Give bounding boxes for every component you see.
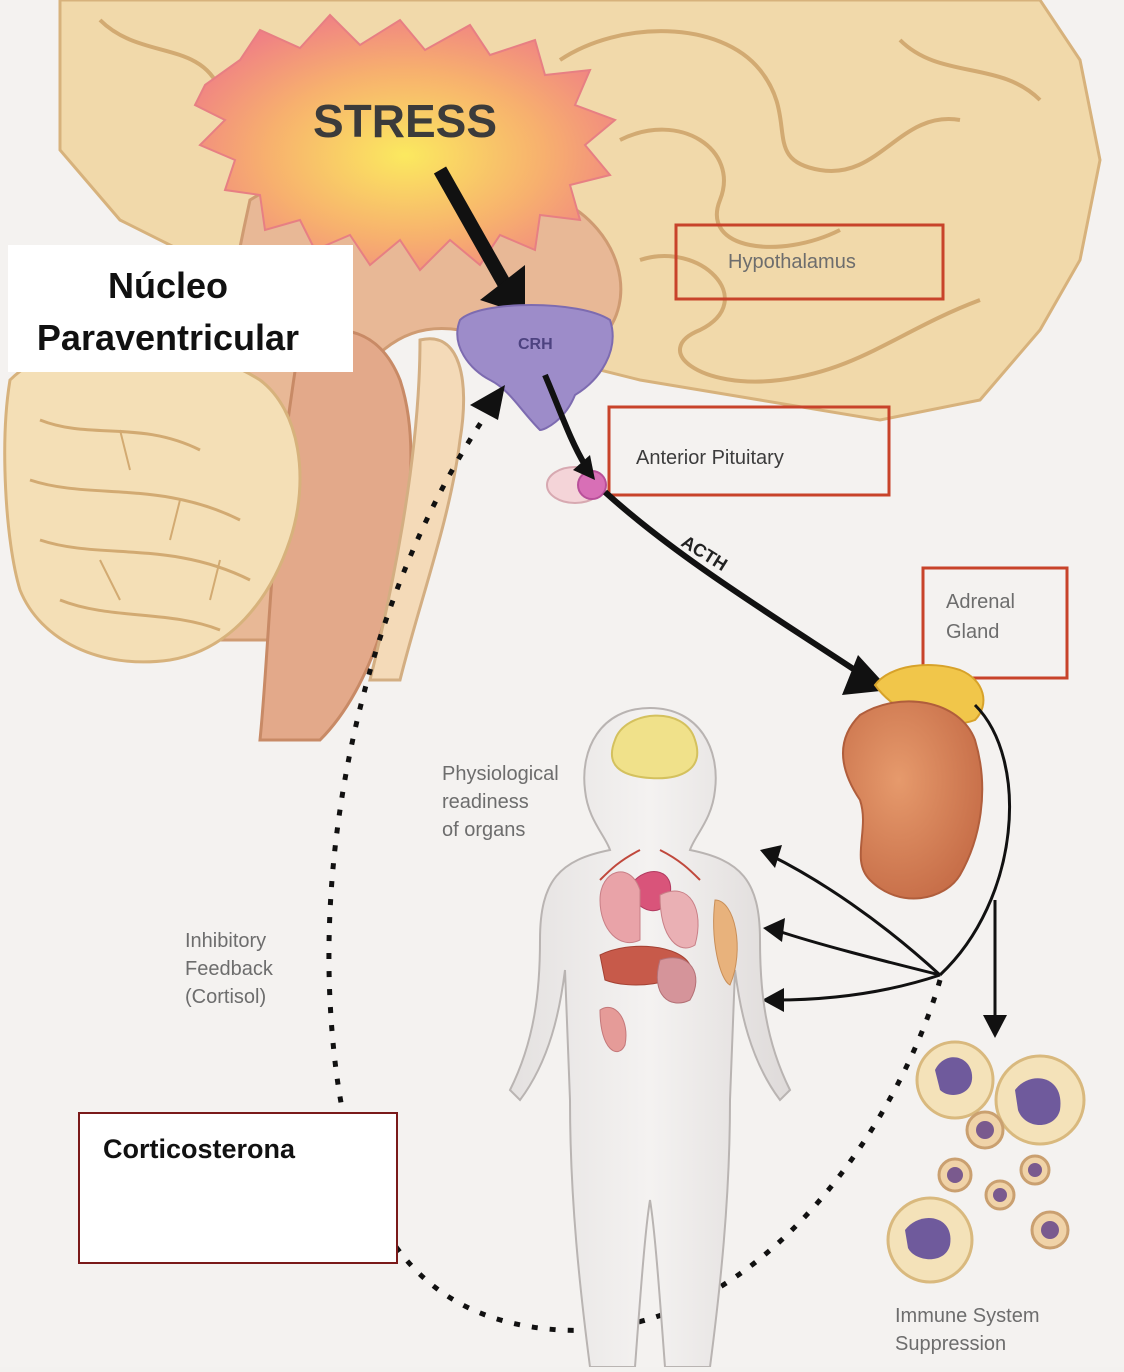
immune-label-line1: Immune System: [895, 1305, 1039, 1327]
inhibitory-label-line1: Inhibitory: [185, 930, 266, 952]
inhibitory-label-line2: Feedback: [185, 958, 274, 980]
physiological-label-line1: Physiological: [442, 763, 559, 785]
anterior-pituitary-gland: [547, 467, 606, 503]
nucleo-label-line2: Paraventricular: [37, 317, 299, 358]
hypothalamus-label: Hypothalamus: [728, 251, 856, 273]
physiological-label-line2: readiness: [442, 791, 529, 813]
nucleo-label-line1: Núcleo: [108, 265, 228, 306]
nucleo-paraventricular-callout: Núcleo Paraventricular: [8, 245, 353, 372]
crh-label: CRH: [518, 336, 553, 353]
anterior-pituitary-label: Anterior Pituitary: [636, 447, 784, 469]
stress-label: STRESS: [313, 95, 497, 147]
corticosterona-callout: Corticosterona: [79, 1113, 397, 1263]
physiological-label-line3: of organs: [442, 819, 525, 841]
immune-label-line2: Suppression: [895, 1333, 1006, 1355]
corticosterona-label: Corticosterona: [103, 1134, 296, 1164]
adrenal-label-line1: Adrenal: [946, 591, 1015, 613]
adrenal-label-line2: Gland: [946, 621, 999, 643]
inhibitory-label-line3: (Cortisol): [185, 986, 266, 1008]
